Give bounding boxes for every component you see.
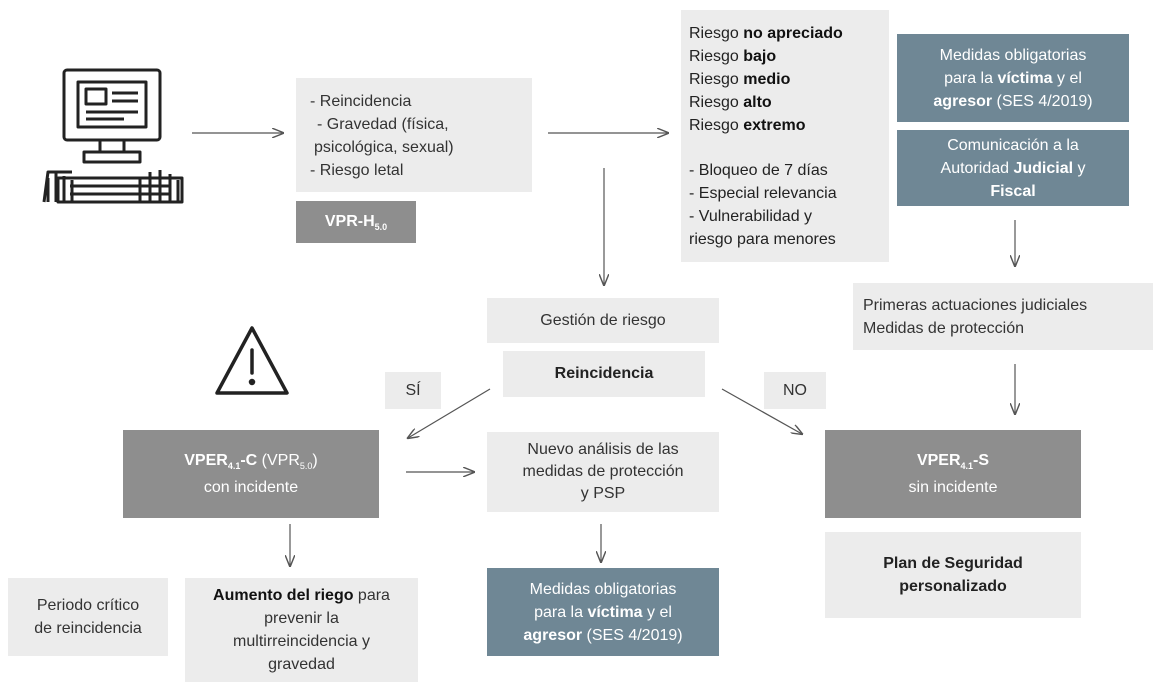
medidas-obligatorias-top: Medidas obligatorias para la víctima y e… <box>897 34 1129 122</box>
aumento-line: multirreincidencia y <box>233 633 370 650</box>
risk-extra: - Vulnerabilidad y <box>689 208 813 225</box>
risk-extra: riesgo para menores <box>689 231 836 248</box>
medidas-line: para la víctima y el <box>534 603 672 621</box>
medidas-line: Medidas obligatorias <box>529 580 677 598</box>
risk-extra: - Especial relevancia <box>689 185 837 202</box>
comunicacion-line: Autoridad Judicial y <box>940 159 1086 177</box>
gestion-riesgo-box: Gestión de riesgo <box>487 298 719 343</box>
vpr-h-main: VPR-H <box>324 212 375 230</box>
computer-typing-icon <box>42 68 184 204</box>
vpr-h-sub: 5.0 <box>374 221 388 232</box>
factor-line: - Gravedad (física, <box>317 116 449 133</box>
risk-levels-box: Riesgo no apreciado Riesgo bajo Riesgo m… <box>681 10 889 262</box>
periodo-line: Periodo crítico <box>36 597 140 614</box>
nuevo-line: y PSP <box>580 485 626 502</box>
factor-line: psicológica, sexual) <box>314 139 454 156</box>
vper-s-title: VPER4.1-S <box>916 451 990 471</box>
vper-s-box: VPER4.1-S sin incidente <box>825 430 1081 518</box>
factor-line: - Riesgo letal <box>310 162 404 179</box>
plan-line: personalizado <box>899 578 1007 595</box>
nuevo-analisis-box: Nuevo análisis de las medidas de protecc… <box>487 432 719 512</box>
vper-s-subtitle: sin incidente <box>908 478 998 496</box>
primeras-line: Medidas de protección <box>863 320 1024 337</box>
vper-c-subtitle: con incidente <box>203 478 299 496</box>
risk-level: Riesgo bajo <box>689 48 777 65</box>
warning-triangle-icon <box>215 326 289 395</box>
risk-extra: - Bloqueo de 7 días <box>689 162 828 179</box>
reincidencia-label: Reincidencia <box>554 365 654 382</box>
no-label: NO <box>764 372 826 409</box>
medidas-line: agresor (SES 4/2019) <box>933 92 1093 110</box>
gestion-label: Gestión de riesgo <box>540 311 666 329</box>
primeras-line: Primeras actuaciones judiciales <box>863 297 1088 314</box>
arrow-to-vper-s <box>721 388 802 434</box>
primeras-actuaciones-box: Primeras actuaciones judiciales Medidas … <box>853 283 1153 350</box>
risk-level: Riesgo alto <box>689 94 772 111</box>
aumento-line: Aumento del riego para <box>213 587 390 604</box>
nuevo-line: Nuevo análisis de las <box>527 441 679 458</box>
nuevo-line: medidas de protección <box>522 463 684 480</box>
medidas-line: Medidas obligatorias <box>939 46 1087 64</box>
plan-seguridad-box: Plan de Seguridad personalizado <box>825 532 1081 618</box>
risk-factors-box: - Reincidencia - Gravedad (física, psico… <box>296 78 532 192</box>
periodo-critico-box: Periodo crítico de reincidencia <box>8 578 168 656</box>
aumento-line: gravedad <box>268 656 335 673</box>
medidas-line: para la víctima y el <box>944 69 1082 87</box>
risk-level: Riesgo extremo <box>689 117 806 134</box>
aumento-line: prevenir la <box>264 610 339 627</box>
periodo-line: de reincidencia <box>34 620 142 637</box>
si-label: SÍ <box>385 372 441 409</box>
comunicacion-autoridad-box: Comunicación a la Autoridad Judicial y F… <box>897 130 1129 206</box>
medidas-line: agresor (SES 4/2019) <box>523 626 683 644</box>
aumento-riesgo-box: Aumento del riego para prevenir la multi… <box>185 578 418 682</box>
factor-line: - Reincidencia <box>310 93 412 110</box>
vper-c-box: VPER4.1-C (VPR5.0) con incidente <box>123 430 379 518</box>
plan-line: Plan de Seguridad <box>883 555 1023 572</box>
risk-level: Riesgo no apreciado <box>689 25 843 42</box>
reincidencia-box: Reincidencia <box>503 351 705 397</box>
risk-level: Riesgo medio <box>689 71 791 88</box>
medidas-obligatorias-bottom: Medidas obligatorias para la víctima y e… <box>487 568 719 656</box>
comunicacion-line: Fiscal <box>990 182 1036 200</box>
arrow-to-vper-c <box>408 388 491 438</box>
vpr-h-badge: VPR-H5.0 <box>296 201 416 243</box>
vper-c-title: VPER4.1-C (VPR5.0) <box>184 451 318 471</box>
comunicacion-line: Comunicación a la <box>947 136 1079 154</box>
